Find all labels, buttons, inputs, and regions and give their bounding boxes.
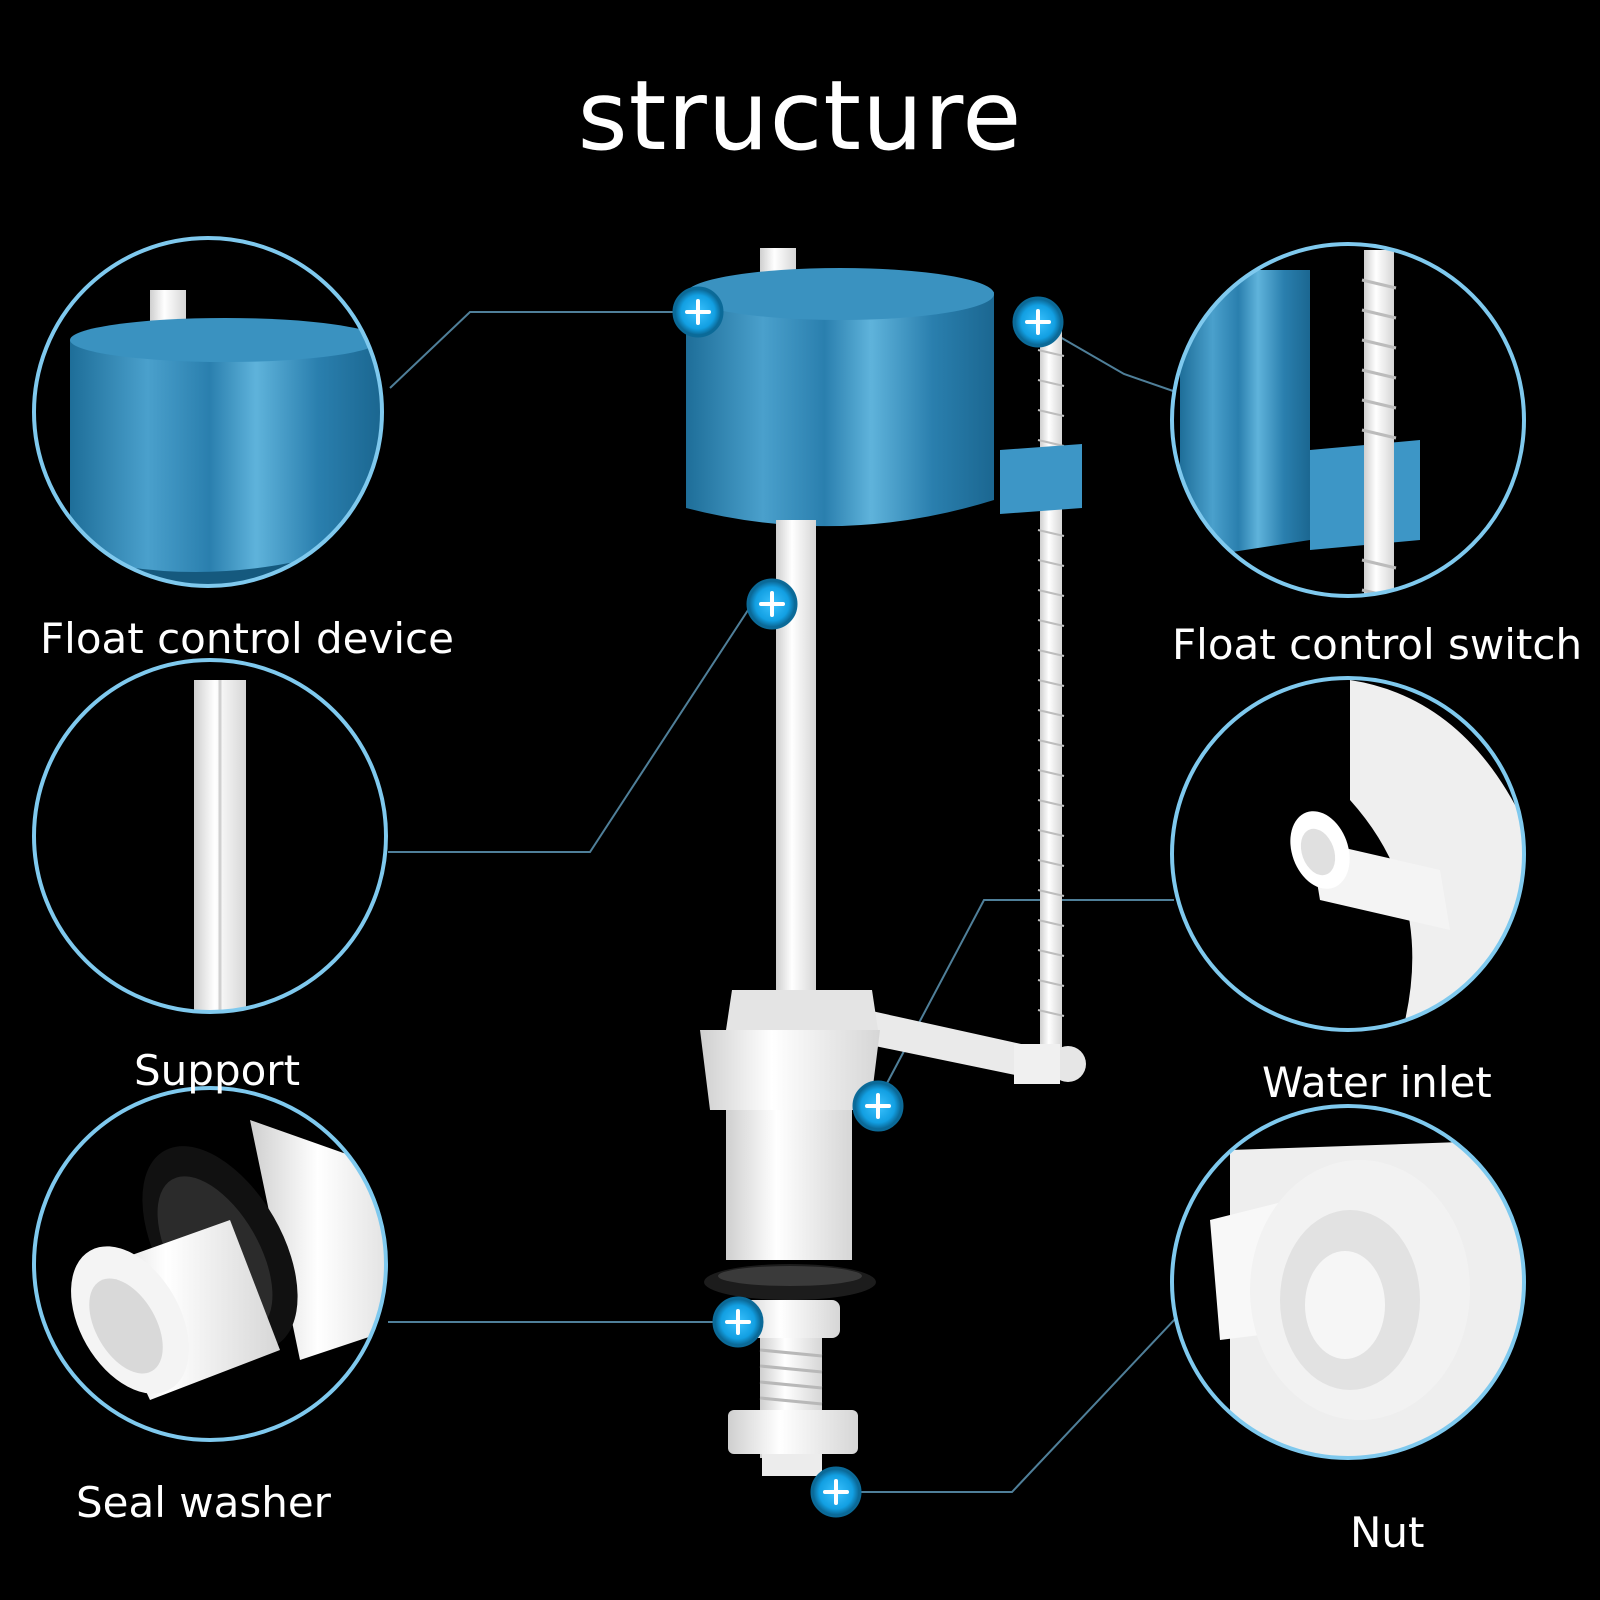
lever-block — [1014, 1044, 1060, 1084]
label-float-control-switch: Float control switch — [1172, 620, 1583, 669]
leader-line-support — [388, 603, 753, 853]
detail-circle-switch — [1170, 242, 1526, 598]
label-seal-washer: Seal washer — [76, 1478, 331, 1527]
marker-nut — [810, 1466, 862, 1518]
shank-threads — [759, 1348, 823, 1406]
detail-circle-support — [32, 658, 388, 1014]
marker-switch — [1012, 296, 1064, 348]
marker-support — [746, 578, 798, 630]
leader-line-nut — [838, 1317, 1177, 1493]
rod-threads — [1037, 349, 1065, 1017]
label-water-inlet: Water inlet — [1262, 1058, 1492, 1107]
valve-head — [726, 990, 878, 1030]
valve-bottom — [762, 1454, 822, 1476]
detail-circle-nut — [1170, 1104, 1526, 1460]
marker-float-device — [672, 286, 724, 338]
valve-flange — [740, 1300, 840, 1338]
valve-body-top — [700, 1030, 880, 1110]
callout-markers — [672, 286, 1064, 1518]
label-support: Support — [134, 1046, 301, 1095]
float-cup — [686, 277, 994, 527]
diagram-title: structure — [577, 60, 1023, 172]
marker-water-inlet — [852, 1080, 904, 1132]
float-cup-rim — [686, 268, 994, 320]
float-clip — [1000, 444, 1082, 514]
label-nut: Nut — [1350, 1508, 1425, 1557]
valve-nut — [728, 1410, 858, 1454]
detail-circle-seal-washer — [32, 1086, 388, 1442]
adjuster-rod — [1040, 330, 1062, 1070]
fill-valve-product — [686, 248, 1086, 1476]
leader-line-float-device — [389, 311, 682, 389]
valve-body — [726, 1110, 852, 1260]
valve-seal-washer-highlight — [718, 1266, 862, 1286]
detail-circle-float-device — [32, 236, 384, 588]
detail-circle-water-inlet — [1170, 676, 1526, 1032]
marker-seal-washer — [712, 1296, 764, 1348]
label-float-control-device: Float control device — [40, 614, 454, 663]
leader-line-switch — [1033, 321, 1177, 393]
lever-arm — [836, 1004, 1030, 1078]
